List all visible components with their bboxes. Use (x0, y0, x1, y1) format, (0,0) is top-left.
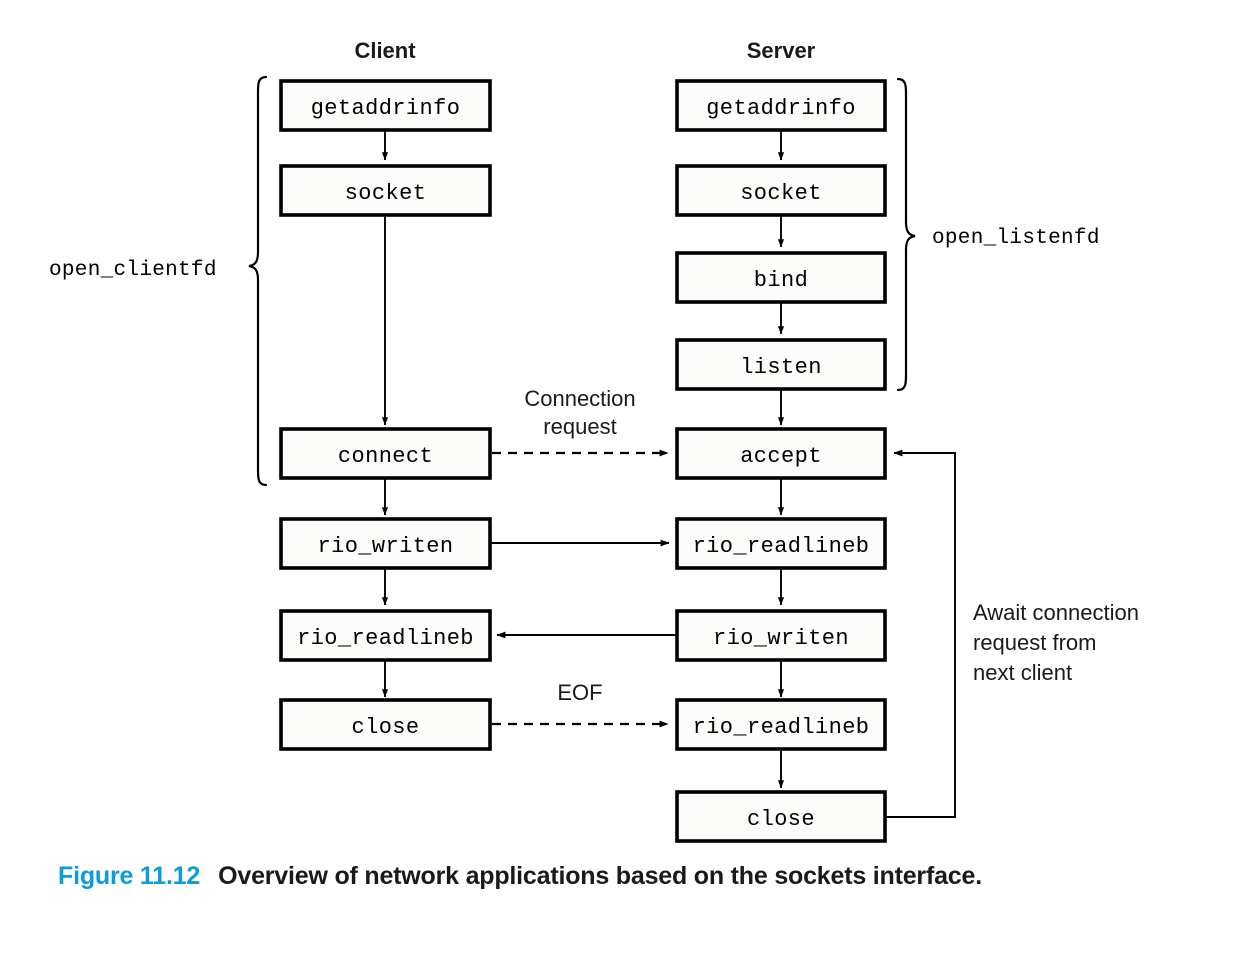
server-node-listen[interactable]: listen (675, 338, 887, 391)
await-note-line3: next client (973, 660, 1072, 685)
server-node-getaddrinfo[interactable]: getaddrinfo (675, 79, 887, 132)
server-node-accept[interactable]: accept (675, 427, 887, 480)
client-node-socket-label: socket (345, 181, 427, 206)
client-node-rio-readlineb[interactable]: rio_readlineb (279, 609, 492, 662)
server-node-bind-label: bind (754, 268, 808, 293)
server-node-close-label: close (747, 807, 815, 832)
client-node-connect-label: connect (338, 444, 433, 469)
client-node-getaddrinfo[interactable]: getaddrinfo (279, 79, 492, 132)
server-node-rio-writen[interactable]: rio_writen (675, 609, 887, 662)
eof-label: EOF (557, 680, 602, 705)
open-clientfd-label: open_clientfd (49, 259, 217, 282)
client-node-connect[interactable]: connect (279, 427, 492, 480)
server-node-rio-readlineb-2-label: rio_readlineb (693, 715, 870, 740)
client-column-header: Client (354, 38, 416, 63)
edge-loop-back-to-accept (884, 449, 956, 818)
server-node-rio-writen-label: rio_writen (713, 626, 849, 651)
server-node-socket[interactable]: socket (675, 164, 887, 217)
open-listenfd-label: open_listenfd (932, 227, 1100, 250)
figure-caption-text: Overview of network applications based o… (218, 862, 982, 890)
server-group-brace (896, 77, 916, 392)
client-node-getaddrinfo-label: getaddrinfo (311, 96, 461, 121)
client-node-rio-readlineb-label: rio_readlineb (297, 626, 474, 651)
server-node-close[interactable]: close (675, 790, 887, 843)
await-note-line2: request from (973, 630, 1097, 655)
await-note-line1: Await connection (973, 600, 1139, 625)
client-node-close[interactable]: close (279, 698, 492, 751)
server-node-bind[interactable]: bind (675, 251, 887, 304)
server-node-rio-readlineb-1-label: rio_readlineb (693, 534, 870, 559)
connection-request-label-line1: Connection (524, 386, 635, 411)
figure-caption: Figure 11.12 Overview of network applicat… (58, 862, 1198, 891)
client-node-rio-writen[interactable]: rio_writen (279, 517, 492, 570)
connection-request-label-line2: request (543, 414, 616, 439)
server-column-header: Server (747, 38, 816, 63)
server-node-getaddrinfo-label: getaddrinfo (706, 96, 856, 121)
server-node-rio-readlineb-1[interactable]: rio_readlineb (675, 517, 887, 570)
client-node-rio-writen-label: rio_writen (317, 534, 453, 559)
client-node-socket[interactable]: socket (279, 164, 492, 217)
server-node-socket-label: socket (740, 181, 822, 206)
server-node-accept-label: accept (740, 444, 822, 469)
figure-caption-number: Figure 11.12 (58, 862, 201, 890)
client-group-brace (248, 75, 268, 487)
server-node-rio-readlineb-2[interactable]: rio_readlineb (675, 698, 887, 751)
client-node-close-label: close (351, 715, 419, 740)
server-node-listen-label: listen (740, 355, 822, 380)
